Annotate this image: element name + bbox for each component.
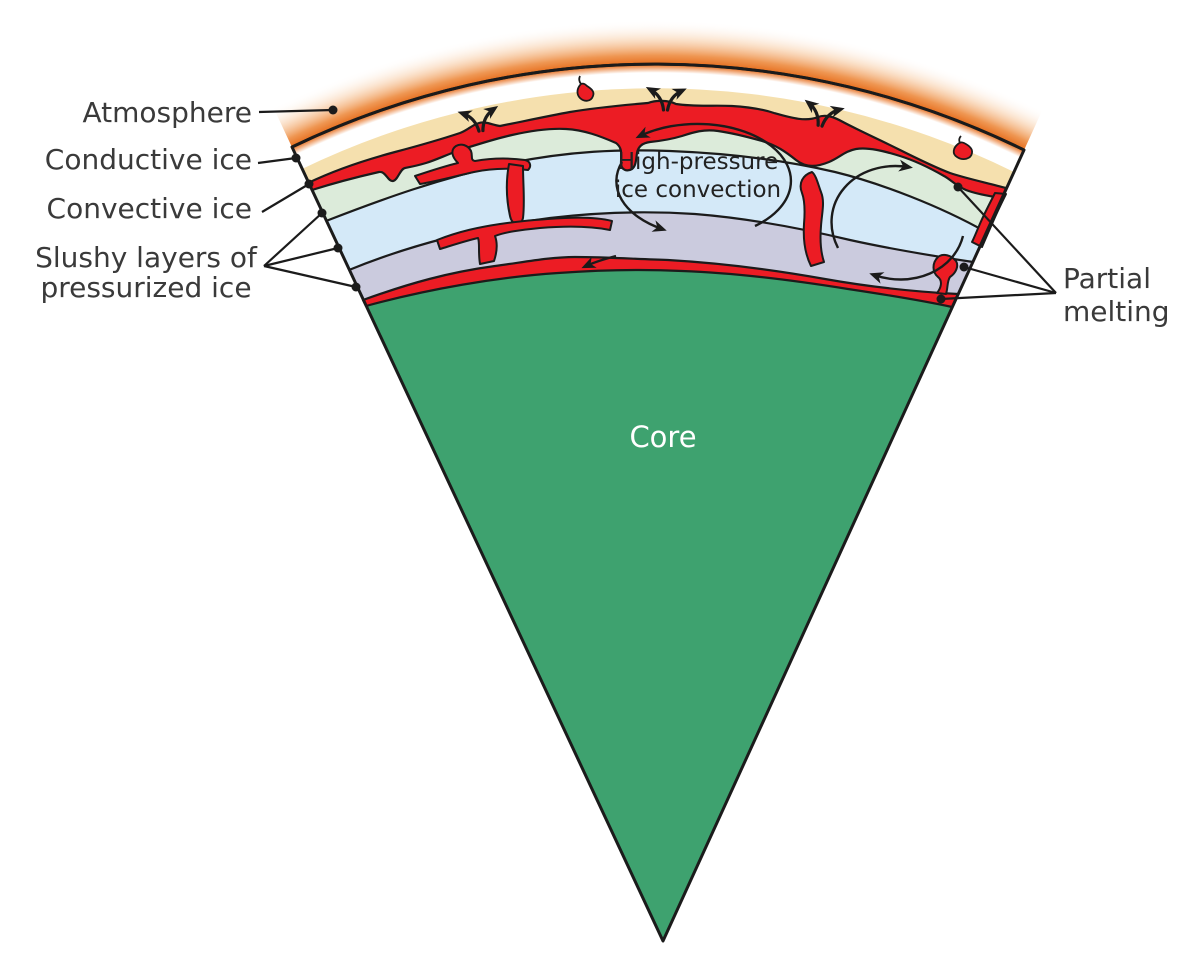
slush-droplet-right — [952, 141, 974, 160]
label-convection-line2: ice convection — [615, 177, 781, 203]
slush-sliver-upper-mid — [414, 143, 532, 185]
label-partial-line1: Partial — [1063, 262, 1151, 295]
slush-droplet-center — [576, 82, 595, 102]
leader-slushy-2 — [263, 246, 339, 268]
layer-core — [366, 269, 952, 941]
wedge-border — [290, 62, 1026, 943]
slush-droplet-center-stem — [578, 75, 582, 85]
label-convection-line1: High-pressure — [618, 149, 779, 175]
leader-partial-3 — [940, 291, 1057, 301]
leader-partial-1 — [957, 186, 1057, 294]
leader-partial-2 — [963, 265, 1057, 295]
convection-arrow-left-bottom — [615, 161, 667, 232]
leader-lines-left — [257, 108, 357, 289]
slush-channel-mid — [505, 163, 525, 226]
slush-channel-right-mid — [799, 171, 825, 267]
slush-sliver-lower-mid — [436, 216, 613, 265]
label-convective-ice: Convective ice — [47, 192, 252, 225]
slush-droplet-right-stem — [958, 135, 962, 144]
convection-arrow-right-bottom — [869, 235, 965, 284]
leader-slushy-1 — [263, 212, 323, 267]
plume-curl-icon-1 — [457, 105, 499, 133]
slush-blob-lavender — [932, 253, 959, 295]
convection-arrow-left-top — [635, 122, 793, 228]
leader-dots — [291, 105, 969, 304]
leader-slushy-3 — [263, 264, 357, 289]
flow-arrow-deep-ice — [581, 254, 617, 269]
label-core: Core — [629, 420, 696, 454]
leader-convective — [261, 183, 310, 213]
leader-conductive — [257, 156, 297, 165]
leader-atmosphere — [258, 108, 334, 114]
plume-curl-icon-3 — [804, 99, 845, 128]
leader-lines-right — [940, 186, 1057, 301]
plume-curl-icon-2 — [645, 87, 687, 112]
label-slushy-line2: pressurized ice — [40, 271, 251, 304]
label-atmosphere: Atmosphere — [82, 96, 252, 129]
label-slushy-line1: Slushy layers of — [35, 241, 258, 274]
label-partial-line2: melting — [1063, 295, 1170, 328]
convection-arrow-right-top — [830, 159, 913, 249]
label-conductive-ice: Conductive ice — [45, 143, 252, 176]
